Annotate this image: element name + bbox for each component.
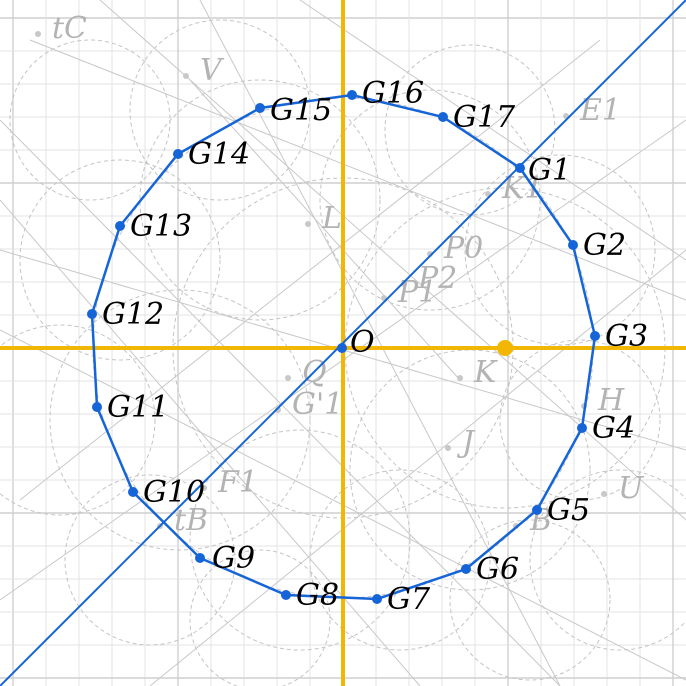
construction-label: P1 [397,275,437,310]
vertex-label: G6 [476,552,519,587]
construction-point [457,375,463,381]
heptadecagon [90,93,597,601]
vertex-point[interactable] [281,590,291,600]
vertex-label: G10 [143,475,205,510]
vertex-point[interactable] [532,505,542,515]
origin-label: O [350,325,375,360]
vertex-point[interactable] [92,402,102,412]
construction-point [601,491,607,497]
construction-point [35,31,41,37]
construction-circle [499,339,661,501]
construction-label: K [473,355,498,390]
vertex-point[interactable] [347,90,357,100]
construction-circle [129,19,311,201]
vertex-label: G1 [528,153,571,188]
construction-label: tB [174,503,208,538]
vertex-point[interactable] [255,103,265,113]
construction-circle [464,154,656,346]
construction-circle [0,324,156,516]
construction-circle [49,289,311,551]
vertex-label: G11 [107,390,169,425]
construction-circle [139,79,381,321]
vertex-point[interactable] [461,564,471,574]
construction-circle [9,39,171,201]
construction-line [149,249,686,686]
construction-point [201,485,207,491]
construction-label: G'1 [292,387,343,422]
vertex-label: G3 [605,319,648,354]
vertex-point[interactable] [515,163,525,173]
vertex-point[interactable] [590,331,600,341]
construction-circle [319,89,541,311]
vertex-label: G8 [296,578,339,613]
construction-line [19,39,601,501]
construction-label: L [321,201,342,236]
vertex-point[interactable] [195,553,205,563]
vertex-label: G5 [547,493,590,528]
vertex-point[interactable] [87,309,97,319]
vertex-label: G13 [130,209,192,244]
construction-line [299,0,686,261]
construction-line [0,199,421,686]
vertex-point[interactable] [372,594,382,604]
vertex-point[interactable] [438,112,448,122]
construction-label: F1 [217,465,258,500]
construction-circle [309,469,491,651]
vertex-label: G2 [583,228,626,263]
construction-point [183,73,189,79]
vertex-label: G17 [453,100,516,135]
construction-line [189,79,461,381]
construction-point [285,375,291,381]
vertex-label: G16 [362,76,424,111]
construction-circle [189,429,411,651]
vertex-point[interactable] [173,149,183,159]
construction-line [99,0,686,521]
highlight-point[interactable] [497,340,513,356]
construction-point [305,221,311,227]
vertex-point[interactable] [577,423,587,433]
vertex-label: G12 [102,297,164,332]
construction-label: H [597,383,625,418]
vertex-point[interactable] [115,221,125,231]
vertex-label: G9 [212,541,255,576]
vertex-label: G4 [592,411,635,446]
construction-circle [349,349,591,591]
vertex-label: G14 [188,137,250,172]
construction-label: P2 [417,261,457,296]
construction-label: E1 [579,93,621,128]
vertex-point[interactable] [128,487,138,497]
construction-circle [64,474,236,646]
construction-label: V [200,53,225,88]
construction-circle [19,159,221,361]
vertex-label: G15 [270,93,332,128]
construction-circle [189,549,331,686]
construction-circle [449,519,611,681]
construction-line [0,119,561,686]
construction-line [199,0,561,686]
construction-label: tC [52,11,87,46]
origin-point[interactable] [337,343,347,353]
construction-point [445,445,451,451]
construction-label: U [618,471,645,506]
construction-circle [529,469,686,651]
construction-label: J [456,425,476,460]
vertex-label: G7 [387,582,431,617]
vertex-point[interactable] [568,240,578,250]
